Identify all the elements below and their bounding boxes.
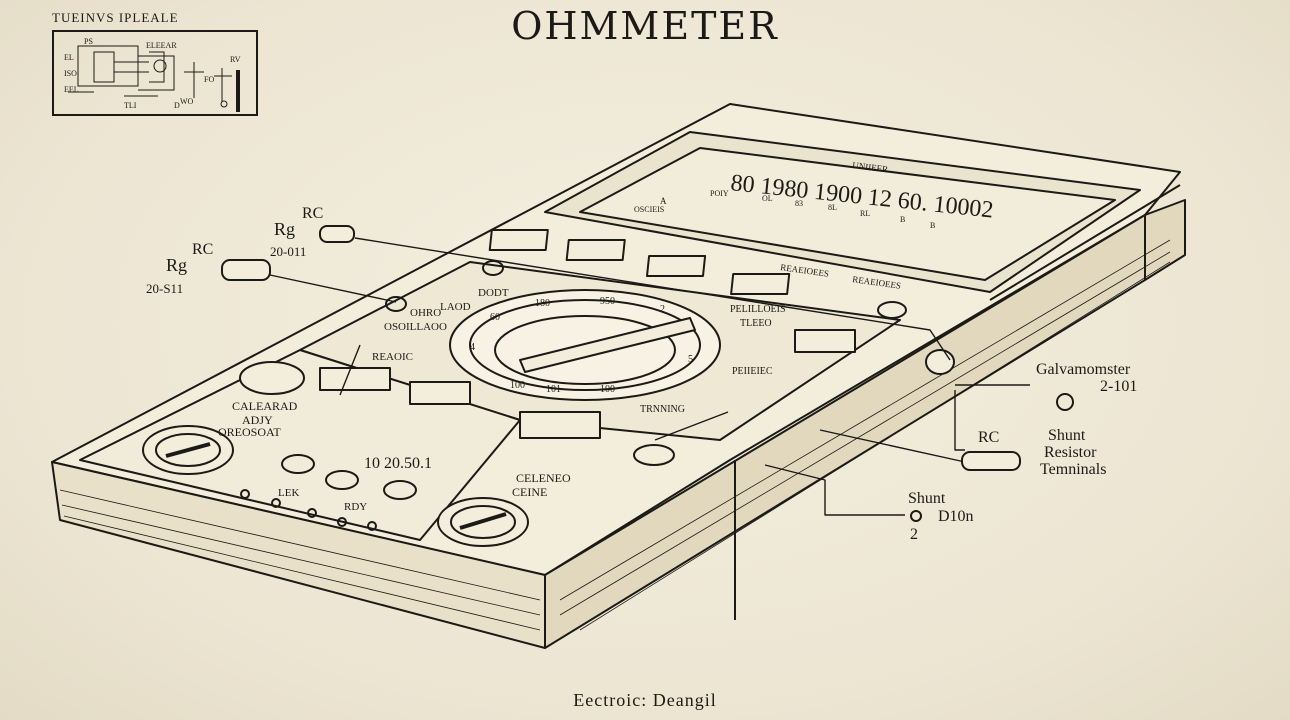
selector-label: 10 20.50.1 [364,455,432,472]
display-brand: UNIIEER [852,160,889,174]
ohms-label: OHRO [410,307,441,319]
footer-caption: Eectroic: Deangil [573,690,717,710]
inset-label: FO [204,75,214,84]
switch-block-1 [319,367,391,391]
resistor-2-symbol: Rg [166,255,188,275]
oscillation-label: OSOILLAOO [384,321,447,333]
aux-label: REAOIC [372,351,413,363]
shunt-d-number: 2 [910,526,918,543]
dial-number: 60 [490,312,500,323]
inset-label: RV [230,55,241,64]
display-sublabel: POIY [710,189,729,198]
dial-pointer [519,317,696,373]
shunt-resistor-label-3: Temninals [1040,461,1107,478]
right-upper-label: PELILLOEIS [730,304,786,315]
selector-knob [239,361,305,395]
shunt-resistor-label-1: Shunt [1048,427,1086,444]
mode-switch [794,329,856,353]
page-title: OHMMETER [511,4,779,48]
switch-block-3 [519,411,601,439]
inset-label: EEL [64,85,79,94]
dial-number: 101 [546,384,561,395]
shunt-terminal [910,510,922,522]
terminal-jack-3 [482,260,504,276]
resistor-1-label: RC [302,205,324,222]
inset-label: ISO [64,69,77,78]
right-upper-label-2: TLEEO [740,318,772,329]
dial-number: 5 [688,354,693,365]
terminal-jack-4 [385,296,407,312]
switch-block-2 [409,381,471,405]
display-sublabel: OL [762,194,773,203]
display-sublabel: RL [860,209,870,218]
display-sublabel: B [900,215,905,224]
display-sublabel: 8L [828,203,837,212]
inset-label: D [174,101,180,110]
display-scale-bottom: OSCIEIS [634,205,664,214]
inset-label: ELEEAR [146,41,177,50]
dial-top-label: DODT [478,287,509,299]
celeneo-label: CELENEO [516,471,571,485]
right-mid-label: PEIIEIEC [732,366,773,377]
resistor-1-symbol: Rg [274,219,296,239]
resistor-2-label: RC [192,241,214,258]
shunt-d-value: D10n [938,508,974,525]
dial-number: 2 [660,304,665,315]
calibration-label: CALEARAD [232,399,298,413]
dial-number: 180 [535,298,550,309]
function-button-1 [488,229,549,251]
trimming-label: TRNNING [640,404,685,415]
inset-schematic: PS ELEEAR EL ISO EEL WO FO TLI D RV [52,30,258,116]
galvanometer-label: Galvamomster [1036,361,1131,378]
dial-left-label: LAOD [440,301,471,313]
toggle-1 [281,454,315,474]
dial-number: 100 [600,384,615,395]
toggle-2 [325,470,359,490]
shunt-resistor-rc: RC [978,429,1000,446]
galvanometer-symbol [1056,393,1074,411]
galvanometer-value: 2-101 [1100,378,1138,395]
display-scale-left: A [660,196,667,206]
function-button-3 [645,255,707,277]
shunt-d-label: Shunt [908,490,946,507]
shunt-resistor-label-2: Resistor [1044,444,1097,461]
dial-number: 950 [600,296,615,307]
toggle-3 [383,480,417,500]
inset-label: TLI [124,101,137,110]
resistor-1-value: 20-011 [270,244,307,259]
function-button-2 [565,239,626,261]
display-screen [579,147,1116,281]
resistor-2 [221,259,271,281]
dial-number: 4 [470,342,475,353]
function-button-4 [730,273,791,295]
inset-label: PS [84,37,93,46]
adjust-label: ADJY [242,413,273,427]
shunt-resistor [961,451,1021,471]
trim-knob [633,444,675,466]
dial-number: 100 [510,380,525,391]
terminal-jack-2 [877,301,907,319]
celine-label: CEINE [512,485,547,499]
schematic-drawing: PS ELEEAR EL ISO EEL WO FO TLI D RV [64,37,241,112]
display-sublabel: 83 [795,199,803,208]
inset-label: EL [64,53,74,62]
inset-heading: TUEINVS IPLEALE [52,10,179,25]
resistor-2-value: 20-S11 [146,281,184,296]
display-sublabel: B [930,221,935,230]
orfosat-label: OREOSOAT [218,425,281,439]
lek-label: LEK [278,487,299,499]
rdy-label: RDY [344,501,367,513]
inset-label: WO [180,97,194,106]
resistor-1 [319,225,355,243]
terminal-jack [925,349,955,375]
